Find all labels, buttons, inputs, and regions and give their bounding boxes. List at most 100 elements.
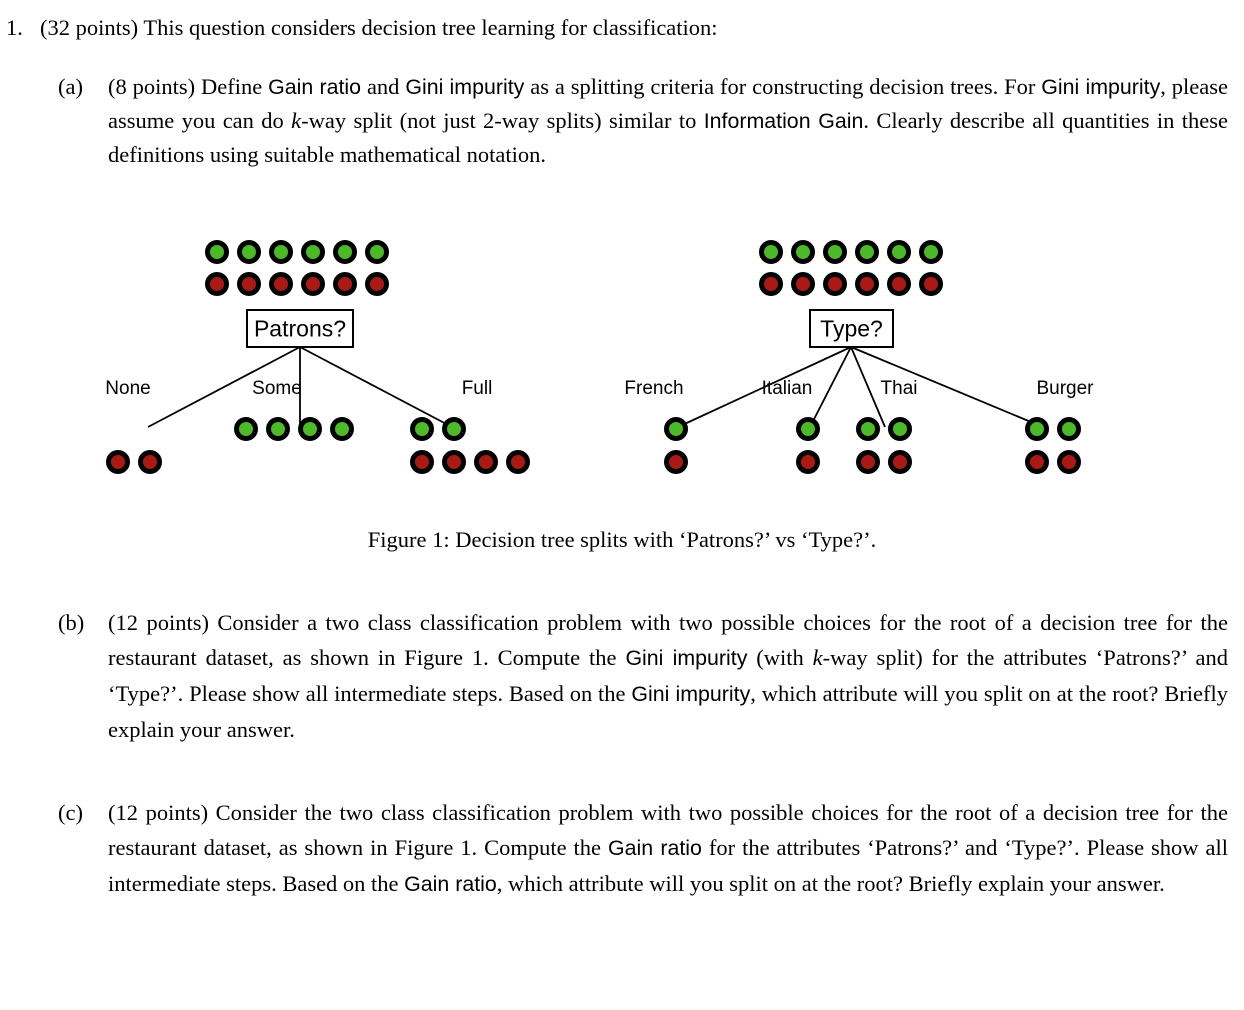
negative-example-marker bbox=[365, 272, 389, 296]
patrons-tree: Patrons? None Some Full bbox=[105, 240, 530, 474]
part-b-text: (12 points) Consider a two class classif… bbox=[108, 605, 1228, 747]
negative-example-marker bbox=[1025, 450, 1049, 474]
positive-example-marker bbox=[759, 240, 783, 264]
text-run: -way split) for the attributes ‘Patrons?… bbox=[108, 645, 1228, 706]
positive-example-marker bbox=[266, 417, 290, 441]
part-b: (b) (12 points) Consider a two class cla… bbox=[58, 605, 1228, 747]
text-run: (12 points) Consider the two class class… bbox=[108, 800, 1228, 860]
negative-example-marker bbox=[333, 272, 357, 296]
positive-example-marker bbox=[205, 240, 229, 264]
negative-example-marker bbox=[856, 450, 880, 474]
negative-example-marker bbox=[237, 272, 261, 296]
type-tree-branch-edge-italian bbox=[809, 346, 852, 428]
positive-example-marker bbox=[269, 240, 293, 264]
negative-example-marker bbox=[301, 272, 325, 296]
type-tree-branch-label-thai: Thai bbox=[881, 378, 918, 399]
emphasized-term: Gini impurity bbox=[625, 646, 748, 670]
patrons-tree-branch-label-none: None bbox=[105, 378, 150, 399]
positive-example-marker bbox=[791, 240, 815, 264]
positive-example-marker bbox=[234, 417, 258, 441]
type-tree-root-box[interactable] bbox=[809, 309, 894, 348]
text-run: , please assume you can do bbox=[108, 74, 1229, 133]
text-run: , which attribute will you split on at t… bbox=[108, 681, 1228, 742]
negative-example-marker bbox=[823, 272, 847, 296]
type-tree-branch-edge-thai bbox=[850, 346, 886, 428]
positive-example-marker bbox=[919, 240, 943, 264]
text-run: (with bbox=[747, 645, 813, 670]
patrons-tree-root-box[interactable] bbox=[246, 309, 354, 348]
part-a: (a) (8 points) Define Gain ratio and Gin… bbox=[58, 70, 1228, 171]
type-tree-branch-edge-french bbox=[677, 346, 852, 428]
negative-example-marker bbox=[855, 272, 879, 296]
positive-example-marker bbox=[796, 417, 820, 441]
negative-example-marker bbox=[506, 450, 530, 474]
positive-example-marker bbox=[888, 417, 912, 441]
positive-example-marker bbox=[823, 240, 847, 264]
negative-example-marker bbox=[442, 450, 466, 474]
negative-example-marker bbox=[474, 450, 498, 474]
negative-example-marker bbox=[664, 450, 688, 474]
positive-example-marker bbox=[855, 240, 879, 264]
negative-example-marker bbox=[888, 450, 912, 474]
emphasized-term: Gini impurity bbox=[631, 682, 751, 706]
positive-example-marker bbox=[330, 417, 354, 441]
part-c-marker: (c) bbox=[58, 800, 83, 825]
positive-example-marker bbox=[1025, 417, 1049, 441]
question-1-text: (32 points) This question considers deci… bbox=[40, 11, 1238, 44]
text-run: for the attributes ‘Patrons?’ and ‘Type?… bbox=[108, 835, 1228, 896]
part-a-marker: (a) bbox=[58, 74, 83, 99]
positive-example-marker bbox=[365, 240, 389, 264]
part-b-marker: (b) bbox=[58, 610, 85, 635]
text-run: (12 points) Consider a two class classif… bbox=[108, 610, 1228, 670]
question-1-marker: 1. bbox=[6, 15, 23, 40]
type-tree-branch-edge-burger bbox=[850, 346, 1044, 428]
negative-example-marker bbox=[269, 272, 293, 296]
positive-example-marker bbox=[410, 417, 434, 441]
patrons-tree-branch-edge-none bbox=[147, 346, 301, 428]
patrons-tree-branch-edge-full bbox=[299, 346, 453, 428]
negative-example-marker bbox=[791, 272, 815, 296]
figure-caption: Figure 1: Decision tree splits with ‘Pat… bbox=[367, 527, 877, 552]
negative-example-marker bbox=[887, 272, 911, 296]
part-c: (c) (12 points) Consider the two class c… bbox=[58, 795, 1228, 902]
patrons-tree-branch-label-some: Some bbox=[252, 378, 302, 399]
text-run: , which attribute will you split on at t… bbox=[496, 871, 1165, 896]
negative-example-marker bbox=[796, 450, 820, 474]
positive-example-marker bbox=[1057, 417, 1081, 441]
text-run: (8 points) Define bbox=[108, 74, 269, 99]
part-c-text: (12 points) Consider the two class class… bbox=[108, 795, 1228, 902]
text-run: -way split (not just 2-way splits) simil… bbox=[301, 108, 704, 133]
part-a-text: (8 points) Define Gain ratio and Gini im… bbox=[108, 70, 1228, 171]
type-tree-root-label: Type? bbox=[820, 316, 883, 342]
emphasized-term: Gain ratio bbox=[607, 836, 702, 860]
patrons-tree-root-label: Patrons? bbox=[254, 316, 346, 342]
positive-example-marker bbox=[664, 417, 688, 441]
negative-example-marker bbox=[410, 450, 434, 474]
positive-example-marker bbox=[237, 240, 261, 264]
positive-example-marker bbox=[442, 417, 466, 441]
text-run: and bbox=[361, 74, 406, 99]
positive-example-marker bbox=[856, 417, 880, 441]
patrons-tree-branch-label-full: Full bbox=[462, 378, 493, 399]
emphasized-term: Gain ratio bbox=[268, 75, 362, 99]
question-1: 1. (32 points) This question considers d… bbox=[6, 11, 1238, 44]
type-tree-branch-label-italian: Italian bbox=[762, 378, 813, 399]
positive-example-marker bbox=[333, 240, 357, 264]
emphasized-term: Information Gain bbox=[703, 109, 864, 133]
positive-example-marker bbox=[887, 240, 911, 264]
text-run: as a splitting criteria for constructing… bbox=[524, 74, 1042, 99]
emphasized-term: Gain ratio bbox=[404, 872, 497, 896]
emphasized-term: Gini impurity bbox=[405, 75, 525, 99]
math-symbol: k bbox=[291, 108, 302, 133]
negative-example-marker bbox=[106, 450, 130, 474]
text-run: . Clearly describe all quantities in the… bbox=[108, 108, 1229, 167]
math-symbol: k bbox=[812, 645, 823, 670]
negative-example-marker bbox=[138, 450, 162, 474]
negative-example-marker bbox=[1057, 450, 1081, 474]
emphasized-term: Gini impurity bbox=[1041, 75, 1161, 99]
negative-example-marker bbox=[759, 272, 783, 296]
